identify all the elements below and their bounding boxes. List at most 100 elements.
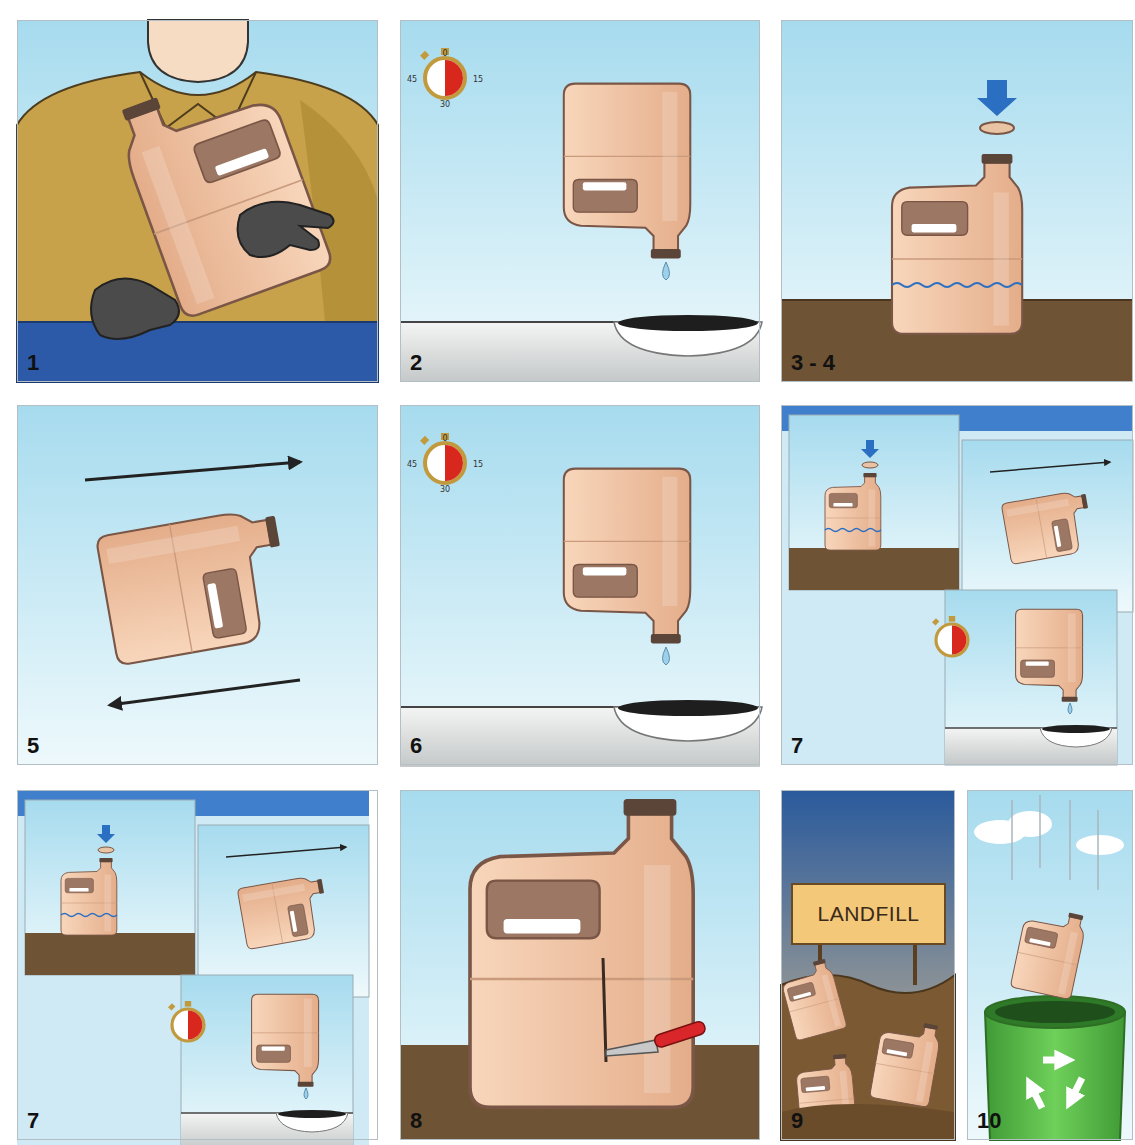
buried-jug [778, 958, 847, 1041]
sub-frame [789, 415, 959, 590]
down-arrow [861, 440, 879, 458]
bin-opening [995, 1001, 1115, 1023]
panel-background [781, 405, 1133, 765]
dial-number: 45 [407, 460, 417, 469]
floor [945, 728, 1117, 765]
step-panel: 6 [400, 405, 760, 765]
sub-frame [945, 590, 1117, 765]
step-number: 10 [977, 1108, 1001, 1134]
knife-blade [606, 1040, 658, 1056]
landfill-sign: LANDFILL [791, 883, 946, 945]
cloud [1076, 835, 1124, 855]
container-jug [892, 154, 1022, 334]
container-jug [564, 84, 690, 259]
container-jug [96, 506, 296, 665]
step-number: 2 [410, 350, 422, 376]
panel-9-art [778, 790, 955, 1140]
sky [17, 405, 378, 765]
motion-line [1011, 800, 1013, 880]
sub-frame [962, 440, 1133, 612]
jug-cap [980, 122, 1014, 134]
drip-drop [663, 262, 670, 280]
step-panel: 5 [17, 405, 378, 765]
sign-text: LANDFILL [817, 902, 919, 926]
buried-jug [870, 1016, 943, 1107]
container-jug [111, 60, 334, 319]
falling-jug [1010, 904, 1088, 1000]
sky [400, 20, 760, 382]
step-panel: 3 - 4 [781, 20, 1133, 382]
step-number: 3 - 4 [791, 350, 835, 376]
dial-number: 15 [473, 75, 483, 84]
puncture-slit [603, 958, 606, 1062]
bin-rim [985, 996, 1125, 1028]
step-panel: 7 [17, 790, 378, 1140]
stopwatch [420, 48, 465, 98]
recycle-symbol [1043, 1057, 1067, 1064]
person-head [148, 20, 248, 82]
water-level [892, 283, 1022, 287]
dial-number: 30 [440, 100, 450, 109]
dial-number: 0 [442, 434, 447, 443]
container-jug [825, 473, 881, 550]
down-arrow [977, 80, 1017, 116]
bowl-inside [1042, 725, 1110, 733]
panel-1-art [17, 20, 378, 382]
step-number: 8 [410, 1108, 422, 1134]
step-number: 1 [27, 350, 39, 376]
motion-line [1039, 795, 1041, 868]
sky [17, 20, 378, 382]
water-level [825, 529, 881, 532]
sign-post [913, 944, 917, 985]
dial-number: 45 [407, 75, 417, 84]
ground [789, 548, 959, 590]
panel-3-4-art [781, 20, 1133, 382]
recycle-bin [985, 1012, 1125, 1140]
step-number: 9 [791, 1108, 803, 1134]
dial-number: 15 [473, 460, 483, 469]
repeat-scene [17, 790, 369, 1145]
drip-drop [1068, 703, 1072, 714]
landfill-soil [781, 1104, 955, 1140]
motion-line [1069, 800, 1071, 880]
step-number: 6 [410, 733, 422, 759]
step-panel: 8 [400, 790, 760, 1140]
recycle-symbol [1030, 1084, 1042, 1108]
step-panel: 10 [967, 790, 1133, 1140]
panel-5-art [17, 405, 378, 765]
jug-cap [862, 462, 878, 468]
person-pants [17, 322, 378, 382]
sky [781, 20, 1133, 382]
panel-8-art [400, 790, 760, 1140]
shake-arrow [85, 462, 300, 480]
stopwatch [932, 616, 968, 656]
glove [238, 202, 334, 257]
bowl-inside [618, 315, 758, 331]
step-number: 7 [791, 733, 803, 759]
dial-number: 0 [442, 49, 447, 58]
drain-scene [400, 20, 762, 382]
shake-arrow [110, 680, 300, 705]
sky [400, 790, 760, 1140]
step-number: 5 [27, 733, 39, 759]
drain-scene [400, 405, 762, 767]
step-number: 7 [27, 1108, 39, 1134]
container-jug [470, 799, 693, 1107]
dial-number: 30 [440, 485, 450, 494]
shake-arrow [990, 462, 1110, 472]
step-panel: 7 [781, 405, 1133, 765]
step-panel: 2 [400, 20, 760, 382]
sky [967, 790, 1133, 1140]
recycle-symbol [1070, 1078, 1082, 1102]
glove [91, 279, 179, 339]
knife-handle [653, 1020, 706, 1048]
cloud [1008, 811, 1052, 837]
panel-10-art [967, 790, 1133, 1140]
motion-line [1097, 810, 1099, 890]
container-jug [1001, 489, 1095, 564]
step-panel: 1 [17, 20, 378, 382]
